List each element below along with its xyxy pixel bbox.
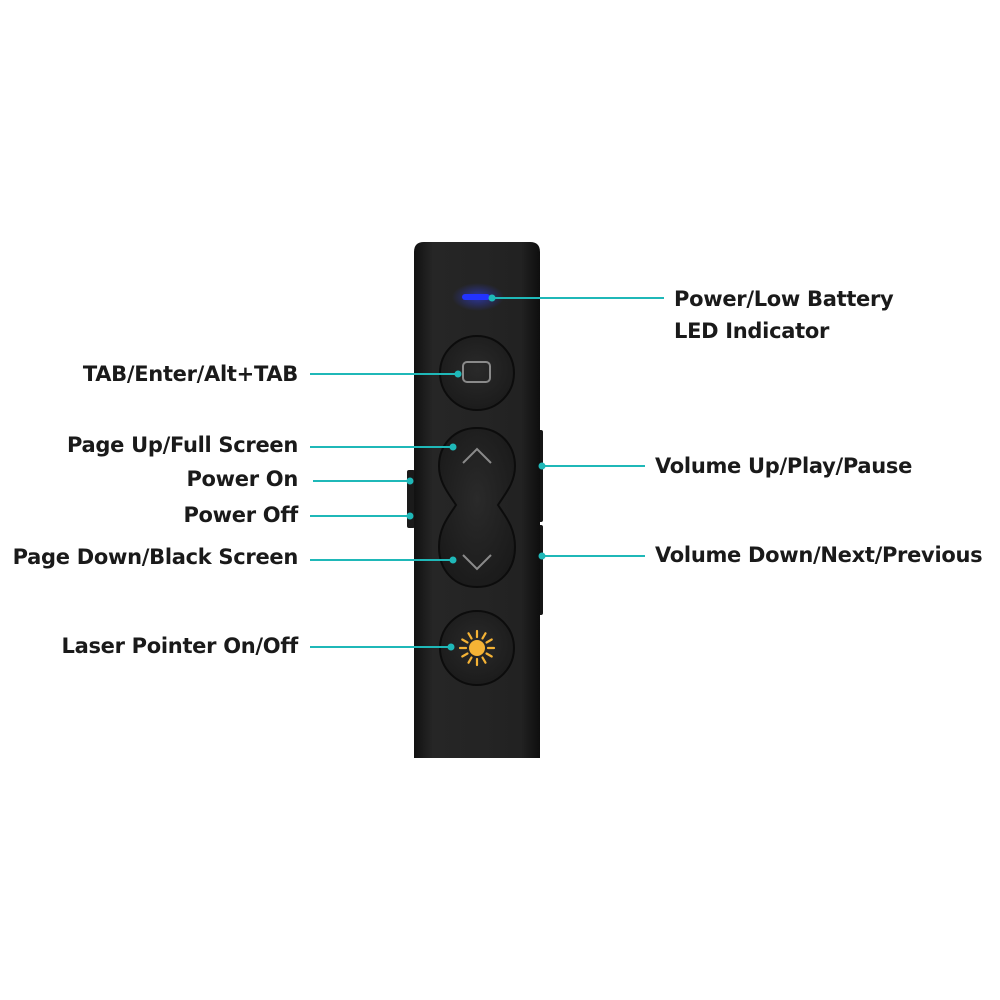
- sun-ray: [481, 632, 487, 640]
- leader-page-up-dot: [449, 443, 457, 451]
- label-page-up: Page Up/Full Screen: [67, 433, 298, 457]
- leader-power-off-dot: [406, 512, 414, 520]
- sun-ray: [467, 656, 473, 664]
- label-vol-down: Volume Down/Next/Previous: [655, 543, 983, 567]
- sun-ray: [481, 656, 487, 664]
- sun-icon: [458, 629, 496, 667]
- chevron-up-icon: [462, 447, 492, 464]
- leader-vol-down-dot: [538, 552, 546, 560]
- led-indicator: [462, 294, 490, 300]
- square-icon: [462, 361, 491, 383]
- leader-power-on-dot: [406, 477, 414, 485]
- page-nav-rocker[interactable]: [437, 426, 517, 589]
- label-power-off: Power Off: [183, 503, 298, 527]
- sun-core: [469, 640, 485, 656]
- leader-led-dot: [488, 294, 496, 302]
- leader-vol-up-dot: [538, 462, 546, 470]
- leader-tab-enter-dot: [454, 370, 462, 378]
- leader-page-down-dot: [449, 556, 457, 564]
- label-vol-up: Volume Up/Play/Pause: [655, 454, 913, 478]
- label-tab-enter: TAB/Enter/Alt+TAB: [82, 362, 298, 386]
- label-page-down: Page Down/Black Screen: [12, 545, 299, 569]
- label-power-on: Power On: [186, 467, 298, 491]
- label-led-line1: Power/Low Battery: [674, 287, 894, 311]
- leader-laser-dot: [447, 643, 455, 651]
- sun-ray: [461, 652, 469, 658]
- sun-ray: [467, 632, 473, 640]
- sun-ray: [485, 652, 493, 658]
- sun-ray: [485, 638, 493, 644]
- sun-ray: [461, 638, 469, 644]
- label-laser: Laser Pointer On/Off: [61, 634, 299, 658]
- chevron-down-icon: [462, 554, 492, 571]
- label-led-line2: LED Indicator: [674, 319, 830, 343]
